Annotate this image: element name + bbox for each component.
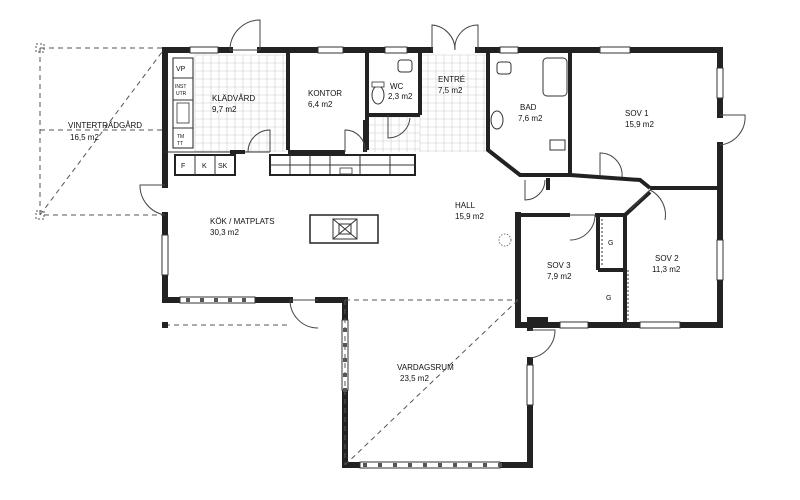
window-mullion (438, 463, 442, 467)
room-name-sov3: SOV 3 (547, 261, 571, 270)
window-mullion (200, 298, 204, 302)
freezer-label: K (202, 163, 207, 170)
vp-label: VP (176, 66, 186, 73)
room-labels: VINTERTRÄDGÅRD 16,5 m2 KLÄDVÅRD 9,7 m2 K… (68, 75, 681, 383)
window-mullion (408, 463, 412, 467)
room-name-kladvard: KLÄDVÅRD (212, 94, 255, 103)
room-area-kontor: 6,4 m2 (308, 100, 333, 109)
room-name-vintertradgard: VINTERTRÄDGÅRD (68, 121, 142, 130)
room-area-sov1: 15,9 m2 (625, 120, 654, 129)
window-mullion (214, 298, 218, 302)
window-mullion (228, 298, 232, 302)
closet-label-upper: G (608, 240, 613, 247)
window-mullion (242, 298, 246, 302)
room-name-sov1: SOV 1 (625, 109, 649, 118)
window-mullion (498, 463, 502, 467)
room-area-wc: 2,3 m2 (388, 92, 413, 101)
kitchen-island (309, 214, 379, 244)
smoke-detector (498, 233, 512, 247)
window-mullion (363, 463, 367, 467)
wc-fixtures (371, 59, 413, 105)
window-mullion (378, 463, 382, 467)
room-area-sov3: 7,9 m2 (547, 272, 572, 281)
room-name-wc: WC (390, 82, 404, 91)
cabinet-label: SK (218, 163, 228, 170)
utr-label: UTR (176, 91, 187, 97)
window-mullion (393, 463, 397, 467)
kitchen-counter (269, 154, 416, 176)
wintergarden-outline (35, 43, 166, 220)
room-area-hall: 15,9 m2 (455, 212, 484, 221)
window-mullion (423, 463, 427, 467)
inst-label: INST (175, 84, 186, 90)
interior-walls (165, 50, 720, 325)
doors (139, 19, 746, 359)
room-name-sov2: SOV 2 (655, 254, 679, 263)
window-mullion (483, 463, 487, 467)
room-area-sov2: 11,3 m2 (652, 265, 681, 274)
appliance-row (174, 154, 236, 176)
room-name-entre: ENTRÉ (438, 75, 465, 84)
room-name-bad: BAD (520, 103, 537, 112)
window-mullion (453, 463, 457, 467)
tile-pattern (194, 54, 488, 152)
room-area-kok: 30,3 m2 (210, 228, 239, 237)
room-name-hall: HALL (455, 201, 476, 210)
room-area-entre: 7,5 m2 (438, 86, 463, 95)
closet-label-lower: G (606, 295, 611, 302)
room-area-vardagsrum: 23,5 m2 (400, 374, 429, 383)
window-mullion (468, 463, 472, 467)
utility-fixtures (172, 57, 194, 149)
window-mullion (343, 358, 347, 362)
vaulted-ceiling-lines (162, 299, 519, 466)
window-mullion (186, 298, 190, 302)
fridge-label: F (181, 163, 185, 170)
tt-label: TT (177, 141, 183, 147)
bathroom-fixtures (490, 57, 568, 151)
room-name-vardagsrum: VARDAGSRUM (397, 363, 454, 372)
room-name-kontor: KONTOR (308, 89, 342, 98)
tm-label: TM (177, 134, 184, 140)
room-area-vintertradgard: 16,5 m2 (70, 133, 99, 142)
room-area-kladvard: 9,7 m2 (212, 105, 237, 114)
room-name-kok: KÖK / MATPLATS (210, 217, 275, 226)
room-area-bad: 7,6 m2 (518, 114, 543, 123)
